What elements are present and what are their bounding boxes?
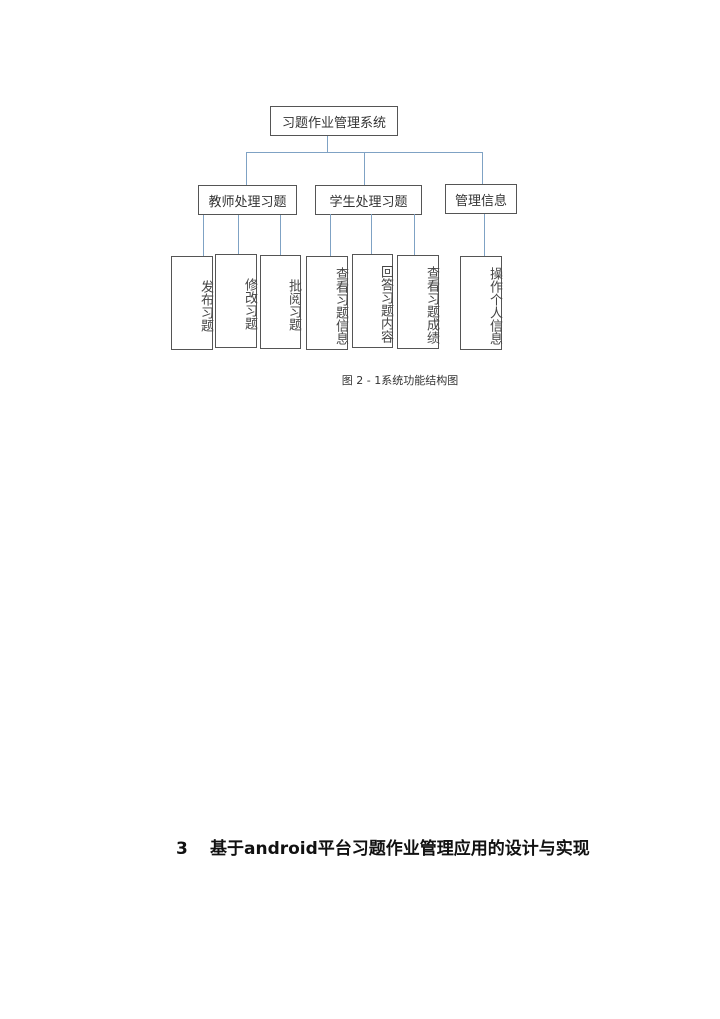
leaf-node-personal-info: 操作个人信息 (460, 256, 502, 350)
connector (482, 152, 483, 184)
leaf-node-view-info: 查看习题信息 (306, 256, 348, 350)
leaf-node-answer: 回答习题内容 (352, 254, 393, 348)
figure-caption-text: 图 2 - 1系统功能结构图 (341, 374, 459, 387)
leaf-node-publish: 发布习题 (171, 256, 213, 350)
leaf-node-label: 查看习题信息 (333, 267, 348, 345)
leaf-node-label: 回答习题内容 (378, 265, 393, 343)
leaf-node-label: 批阅习题 (286, 279, 301, 331)
branch-node-label: 教师处理习题 (208, 194, 287, 210)
leaf-node-label: 操作个人信息 (487, 267, 502, 345)
connector (246, 152, 247, 185)
root-node-label: 习题作业管理系统 (281, 115, 386, 131)
section-title: 基于android平台习题作业管理应用的设计与实现 (210, 839, 590, 859)
root-node: 习题作业管理系统 (270, 106, 398, 136)
connector (364, 152, 365, 185)
section-number: 3 (176, 839, 188, 859)
section-heading: 3 基于android平台习题作业管理应用的设计与实现 (176, 834, 590, 859)
branch-node-teacher: 教师处理习题 (198, 185, 297, 215)
connector (203, 215, 204, 256)
branch-node-label: 学生处理习题 (329, 194, 408, 210)
branch-node-manage: 管理信息 (445, 184, 517, 214)
figure-caption: 图 2 - 1系统功能结构图 (0, 372, 720, 388)
leaf-node-label: 发布习题 (198, 280, 213, 332)
leaf-node-label: 修改习题 (242, 278, 257, 330)
connector (484, 214, 485, 256)
connector (414, 214, 415, 256)
connector (327, 136, 328, 152)
branch-node-student: 学生处理习题 (315, 185, 422, 215)
connector (280, 215, 281, 256)
connector (238, 215, 239, 256)
connector (371, 214, 372, 256)
leaf-node-modify: 修改习题 (215, 254, 257, 348)
branch-node-label: 管理信息 (454, 193, 507, 209)
leaf-node-grade: 批阅习题 (260, 255, 301, 349)
leaf-node-view-score: 查看习题成绩 (397, 255, 439, 349)
leaf-node-label: 查看习题成绩 (424, 266, 439, 344)
connector (330, 214, 331, 256)
